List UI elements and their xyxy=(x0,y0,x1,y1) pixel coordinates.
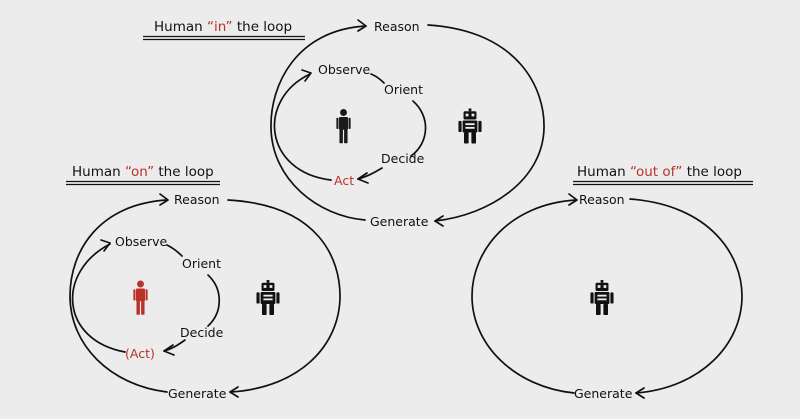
panel-title: Human “out of” the loop xyxy=(577,164,742,180)
label-act: Act xyxy=(334,173,354,188)
panel-human-in-the-loop: Human “in” the loop Reason Generate Obse… xyxy=(143,19,545,229)
outer-loop-right-arc xyxy=(427,24,545,222)
label-generate: Generate xyxy=(370,214,429,229)
arrow-head xyxy=(100,239,111,252)
arrow-head xyxy=(301,69,312,82)
arrow-head xyxy=(159,193,169,206)
label-orient: Orient xyxy=(384,82,423,97)
label-decide: Decide xyxy=(180,325,224,340)
panel-human-out-of-the-loop: Human “out of” the loop Reason Generate xyxy=(471,164,753,401)
ooda-arc-orient-decide xyxy=(410,100,427,157)
robot-icon xyxy=(256,279,280,316)
robot-icon xyxy=(590,279,614,316)
arrow-head xyxy=(357,172,369,184)
outer-loop-left-arc xyxy=(270,25,367,221)
label-observe: Observe xyxy=(115,234,168,249)
outer-loop-left-arc xyxy=(471,199,577,394)
arrow-head xyxy=(229,386,239,398)
panel-human-on-the-loop: Human “on” the loop Reason Generate Obse… xyxy=(66,164,341,401)
label-orient: Orient xyxy=(182,256,221,271)
panel-title: Human “in” the loop xyxy=(154,19,292,35)
arrow-head xyxy=(434,215,444,227)
outer-loop-left-arc xyxy=(69,199,168,393)
label-generate: Generate xyxy=(168,386,227,401)
ooda-arc-orient-decide xyxy=(207,274,220,327)
label-decide: Decide xyxy=(381,151,425,166)
label-reason: Reason xyxy=(374,19,420,34)
ooda-arc-act-observe xyxy=(273,73,332,181)
ooda-arc-observe-orient xyxy=(166,244,183,257)
label-observe: Observe xyxy=(318,62,371,77)
human-icon xyxy=(336,109,351,144)
label-act: (Act) xyxy=(125,346,155,361)
arrow-head xyxy=(568,193,578,206)
label-generate: Generate xyxy=(574,386,633,401)
robot-icon xyxy=(458,108,482,144)
arrow-head xyxy=(635,387,645,399)
arrow-head xyxy=(163,344,175,356)
human-icon xyxy=(133,280,148,315)
outer-loop-right-arc xyxy=(629,198,743,394)
label-reason: Reason xyxy=(174,192,220,207)
outer-loop-right-arc xyxy=(227,199,341,393)
panel-title: Human “on” the loop xyxy=(72,164,214,180)
arrow-head xyxy=(357,19,367,32)
label-reason: Reason xyxy=(579,192,625,207)
ooda-arc-observe-orient xyxy=(370,73,385,84)
ooda-arc-act-observe xyxy=(71,243,126,353)
